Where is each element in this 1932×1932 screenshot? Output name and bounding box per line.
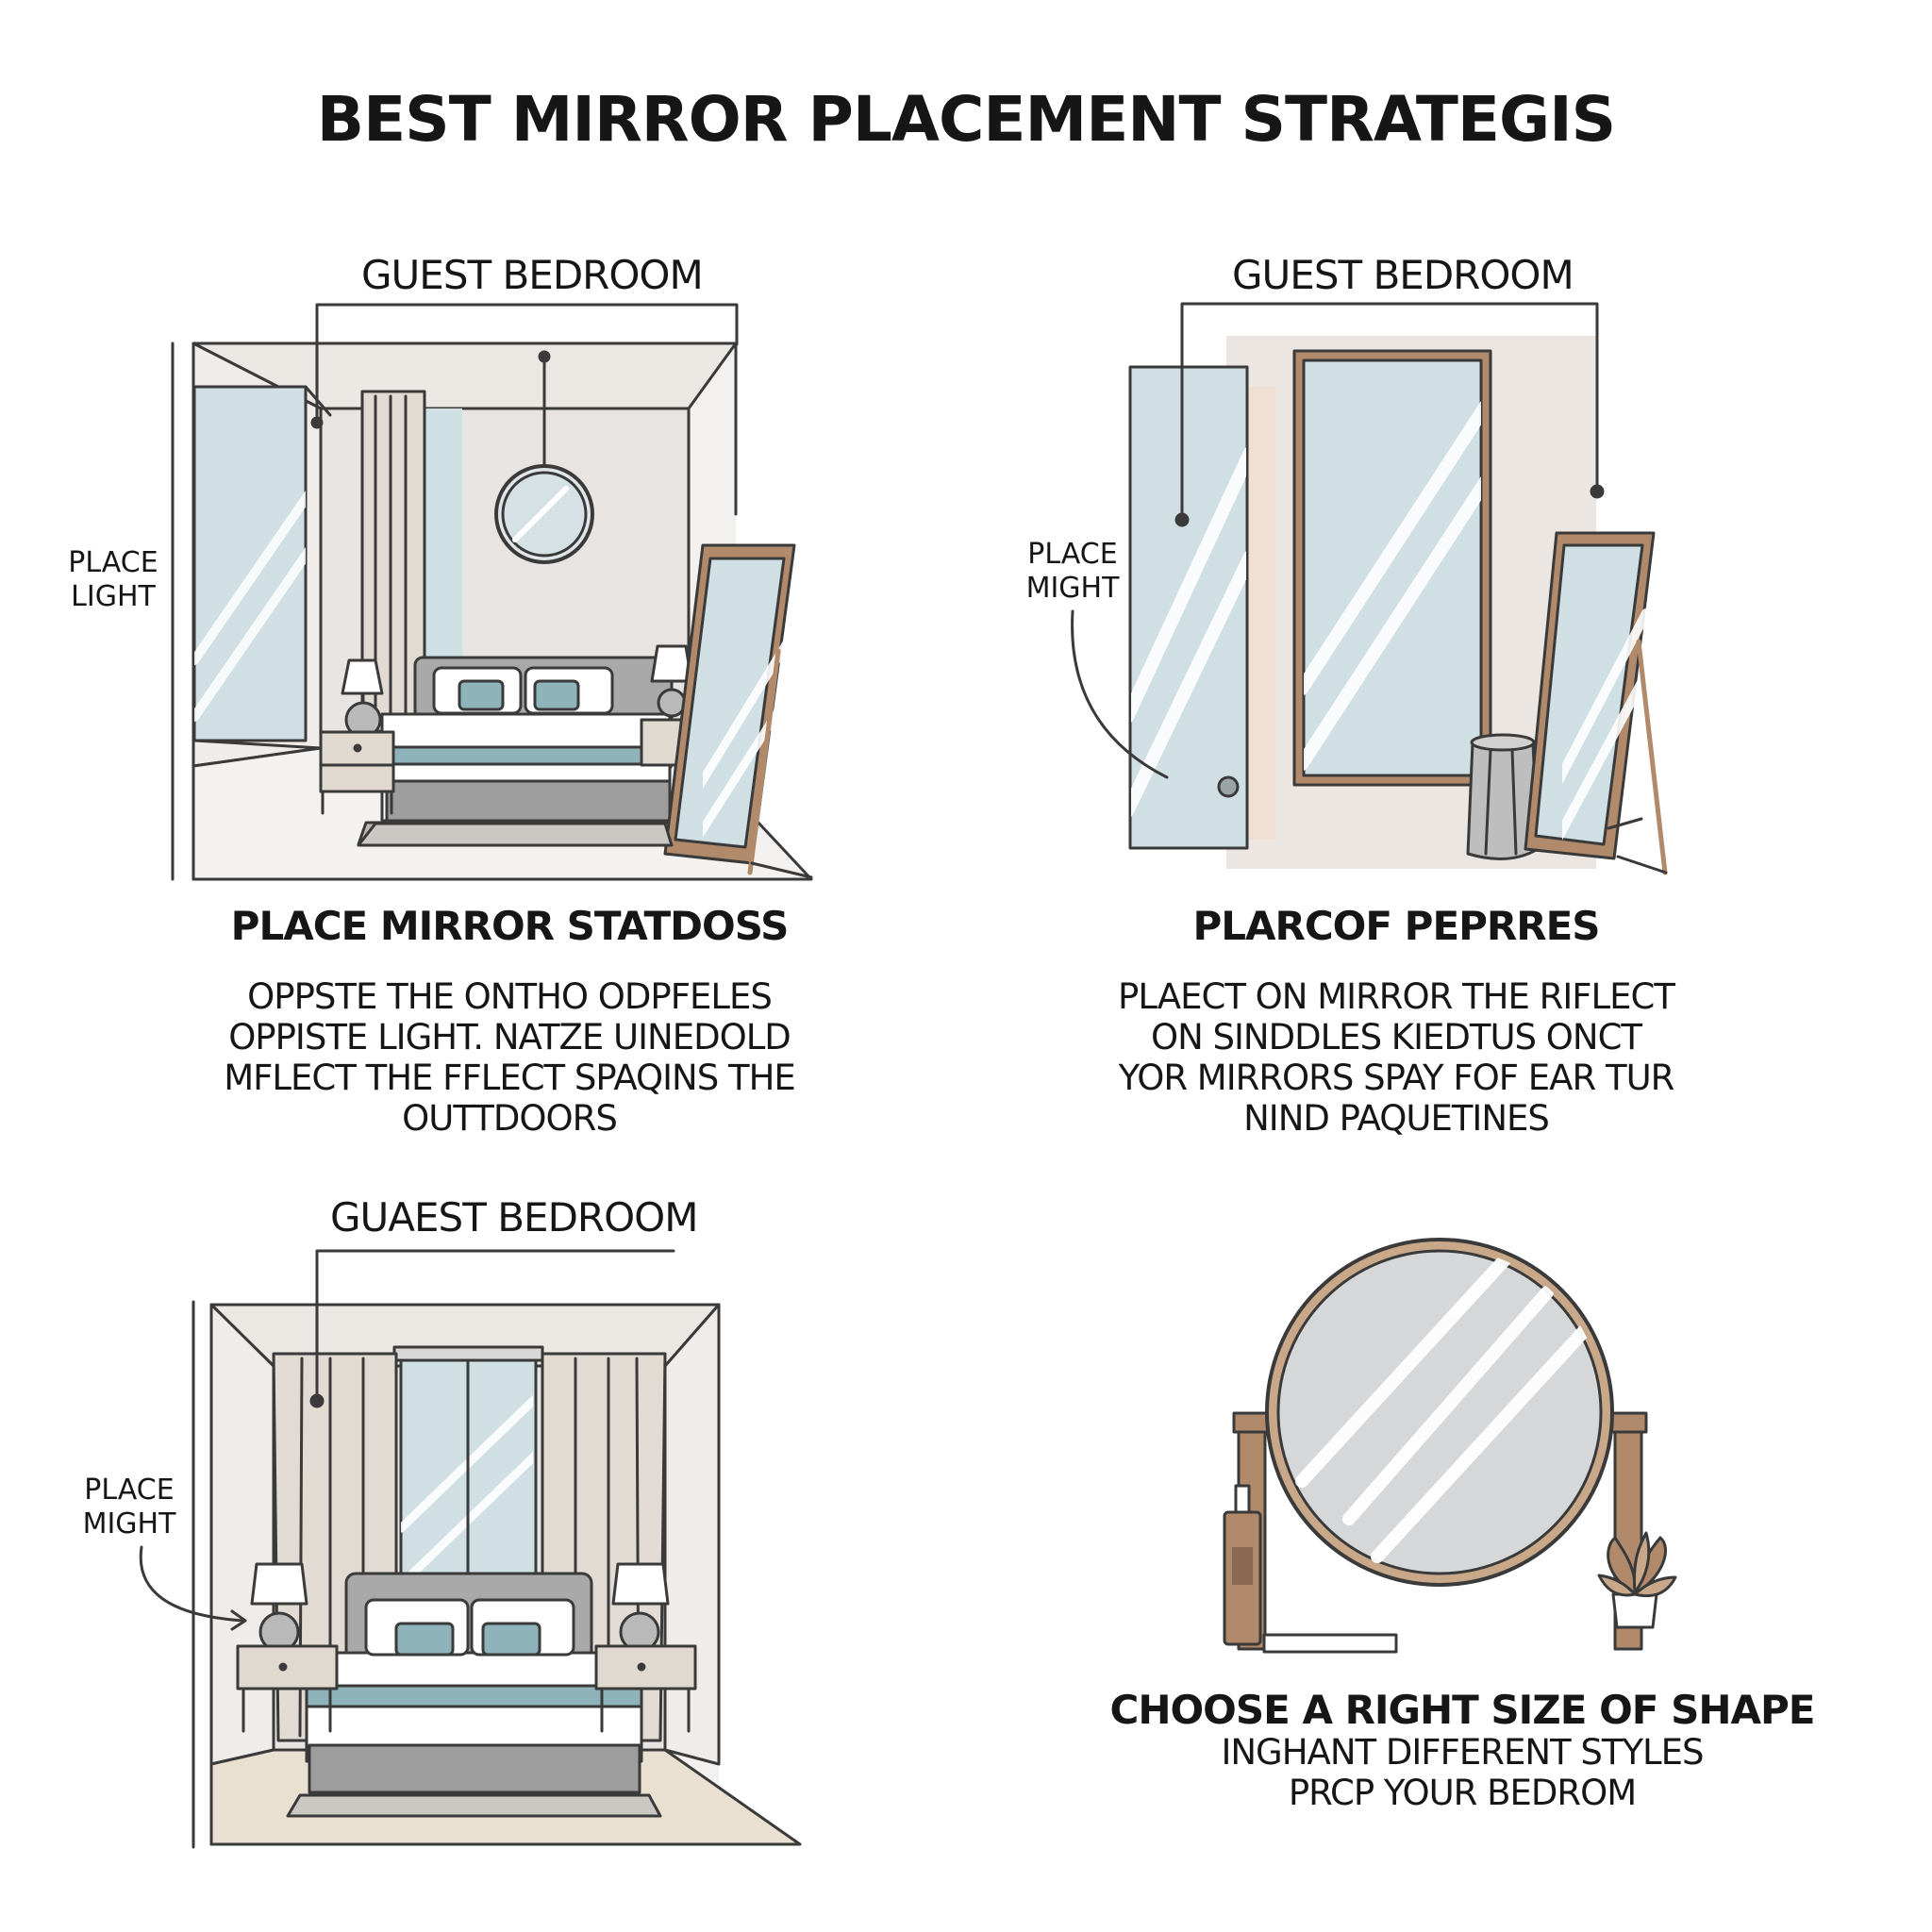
- plant-icon: [1597, 1531, 1677, 1629]
- panel-2-heading: PLARCOF PEPRRES: [1192, 903, 1600, 949]
- panel-3-room-label: GUAEST BEDROOM: [330, 1194, 698, 1241]
- panel-1-rug: [357, 822, 674, 847]
- nightstand-icon: [319, 718, 683, 815]
- door-mirror-icon: [1128, 365, 1249, 850]
- round-mirror-icon: [494, 350, 594, 564]
- panel-1-callouts: [310, 303, 739, 429]
- panel-3-side-label: PLACE MIGHT: [82, 1474, 176, 1541]
- lamp-icon: [341, 644, 693, 739]
- lamp-icon-2: [250, 1562, 670, 1653]
- wall-mirror-icon: [1292, 349, 1492, 787]
- panel-2-callouts: [1071, 302, 1605, 779]
- panel-2-room-label: GUEST BEDROOM: [1232, 252, 1574, 298]
- window-icon: [192, 385, 332, 750]
- panel-2-side-label: PLACE MIGHT: [1025, 538, 1120, 605]
- panel-1-room-label: GUEST BEDROOM: [361, 252, 704, 298]
- window-icon-2: [392, 1345, 544, 1599]
- panel-2-body: PLAECT ON MIRROR THE RIFLECT ON SINDDLES…: [1118, 976, 1675, 1139]
- bed-icon-2: [286, 1572, 662, 1818]
- page-title: BEST MIRROR PLACEMENT STRATEGIS: [316, 83, 1616, 156]
- floor-mirror-icon: [663, 543, 813, 879]
- panel-4-body: INGHANT DIFFERENT STYLES PRCP YOUR BEDRO…: [1221, 1732, 1704, 1813]
- panel-1-side-label: PLACE LIGHT: [68, 546, 158, 613]
- panel-4-heading: CHOOSE A RIGHT SIZE OF SHAPE: [1109, 1687, 1816, 1733]
- floor-mirror-icon-2: [1524, 531, 1668, 875]
- nightstand-icon-2: [236, 1644, 697, 1733]
- tabletop-mirror-icon: [1232, 1238, 1648, 1654]
- panel-1-body: OPPSTE THE ONTHO ODPFELES OPPISTE LIGHT.…: [224, 976, 796, 1139]
- panel-3-callouts: [139, 1249, 675, 1631]
- candle-icon: [1223, 1484, 1262, 1646]
- panel-1-heading: PLACE MIRROR STATDOSS: [230, 903, 790, 949]
